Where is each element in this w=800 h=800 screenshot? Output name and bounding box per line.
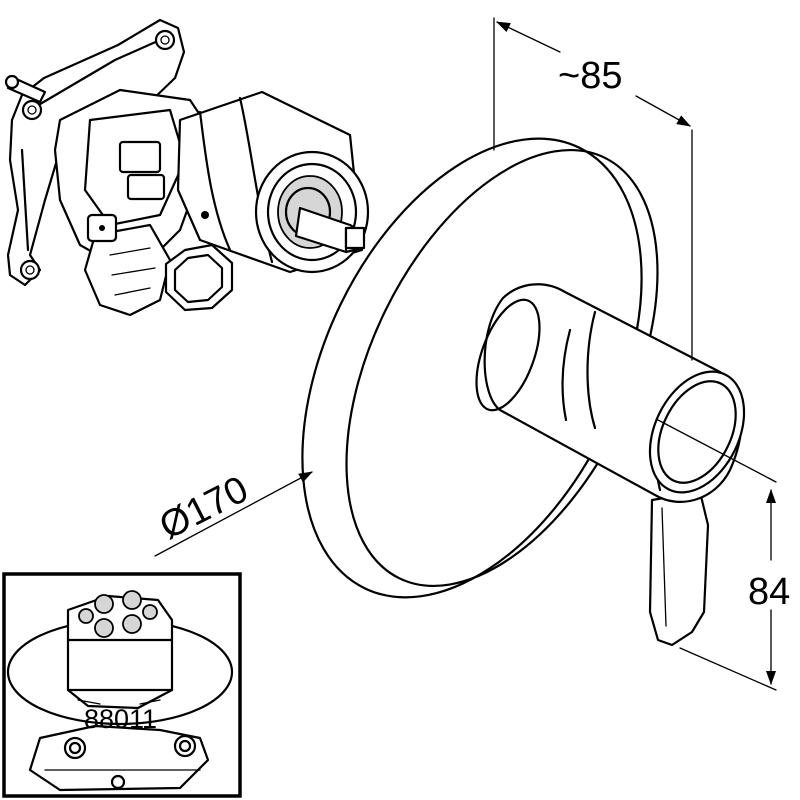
handle-lever [475,283,746,647]
accessory-inset: 88011 [2,572,242,798]
depth-label: ~85 [558,55,622,97]
part-number-label: 88011 [84,704,157,734]
dimension-diameter: Ø170 [153,468,313,557]
rough-in-valve-body [4,18,370,317]
diameter-label: Ø170 [153,468,255,548]
height-label: 84 [748,571,790,613]
dimension-depth: ~85 [493,17,693,361]
dimension-height: 84 [657,419,790,691]
